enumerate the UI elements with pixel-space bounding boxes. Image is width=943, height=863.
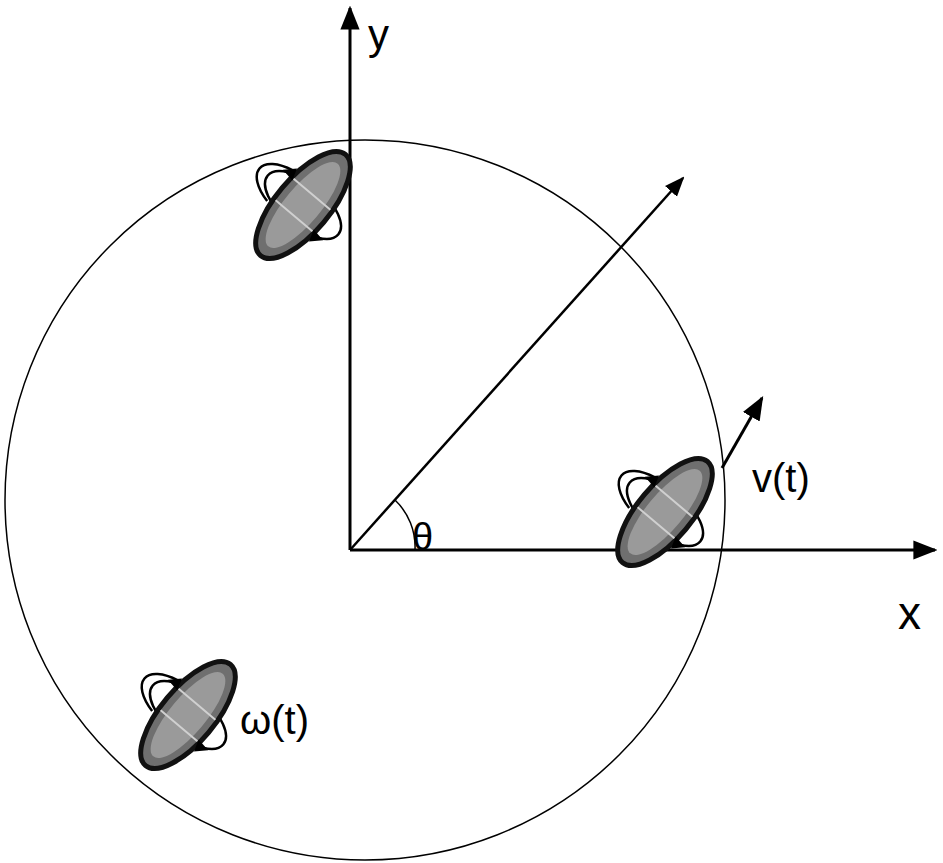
angular-velocity-label: ω(t)	[240, 700, 309, 740]
angle-label: θ	[412, 518, 433, 556]
axis-label: y	[368, 14, 389, 56]
velocity-label: v(t)	[752, 458, 810, 498]
axis-label: x	[898, 590, 921, 636]
